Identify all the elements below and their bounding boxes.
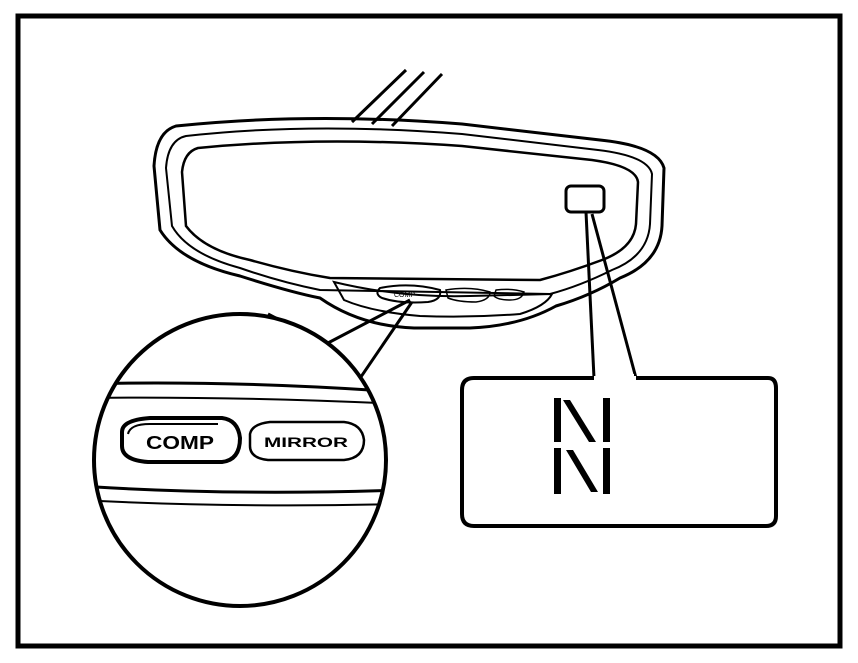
mirror-button[interactable]: MIRROR xyxy=(248,420,366,462)
comp-button-label: COMP xyxy=(146,433,214,453)
mirror-glass xyxy=(180,140,640,282)
mirror-mount-stem xyxy=(350,68,444,128)
mirror-third-button-small xyxy=(493,288,525,301)
button-magnifier-callout: COMP MIRROR xyxy=(92,312,388,608)
display-callout-box xyxy=(460,374,778,528)
display-leader-line xyxy=(584,211,638,379)
rearview-mirror: COMP xyxy=(152,116,666,330)
mirror-housing xyxy=(152,116,666,330)
comp-button[interactable]: COMP xyxy=(120,416,243,464)
mirror-rim xyxy=(164,127,654,296)
mirror-button-label: MIRROR xyxy=(264,434,348,450)
mirror-mirror-button-small xyxy=(445,287,491,303)
mirror-button-strip xyxy=(332,280,554,318)
compass-n-indicator xyxy=(554,398,610,494)
mirror-display-window xyxy=(564,184,606,214)
mirror-comp-button-small xyxy=(376,284,442,304)
svg-text:COMP: COMP xyxy=(394,292,415,299)
